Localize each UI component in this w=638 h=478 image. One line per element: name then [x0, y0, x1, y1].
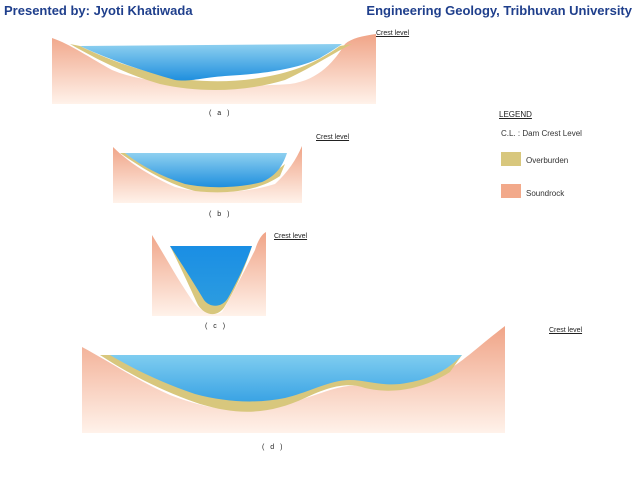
legend-title: LEGEND: [499, 110, 532, 119]
overburden-swatch: [501, 152, 521, 166]
caption-b: ( b ): [209, 211, 232, 218]
legend-overburden-label: Overburden: [526, 156, 569, 165]
institution-title: Engineering Geology, Tribhuvan Universit…: [366, 3, 632, 18]
soundrock-swatch: [501, 184, 521, 198]
caption-a: ( a ): [209, 110, 232, 117]
valley-c: [152, 232, 266, 316]
valley-d: [82, 326, 505, 433]
caption-c: ( c ): [205, 323, 228, 330]
valley-b: [113, 146, 302, 203]
caption-d: ( d ): [262, 444, 285, 451]
legend-soundrock-label: Soundrock: [526, 189, 565, 198]
crest-label-a: Crest level: [376, 30, 410, 37]
crest-label-d: Crest level: [549, 327, 583, 334]
presenter-title: Presented by: Jyoti Khatiwada: [4, 3, 193, 18]
crest-label-b: Crest level: [316, 134, 350, 141]
valley-a: [52, 34, 376, 104]
crest-label-c: Crest level: [274, 233, 308, 240]
legend-abbreviation: C.L. : Dam Crest Level: [501, 129, 582, 138]
